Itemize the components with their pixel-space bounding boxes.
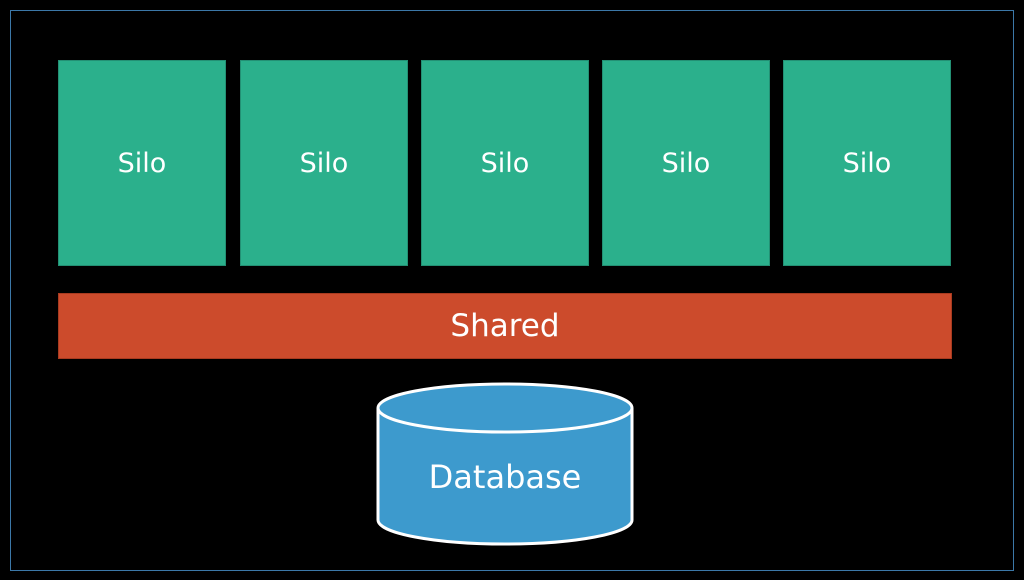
silo-box-1: Silo <box>58 60 226 266</box>
silo-box-2: Silo <box>240 60 408 266</box>
silo-box-4: Silo <box>602 60 770 266</box>
silo-label: Silo <box>842 147 892 179</box>
database-icon <box>376 382 634 546</box>
silo-box-3: Silo <box>421 60 589 266</box>
shared-label: Shared <box>450 308 560 344</box>
shared-bar: Shared <box>58 293 952 359</box>
diagram-frame <box>10 10 1014 571</box>
database-cylinder: Database <box>370 380 640 550</box>
silo-label: Silo <box>480 147 530 179</box>
database-label: Database <box>428 458 582 496</box>
silo-box-5: Silo <box>783 60 951 266</box>
silo-label: Silo <box>117 147 167 179</box>
silo-label: Silo <box>661 147 711 179</box>
silo-label: Silo <box>299 147 349 179</box>
